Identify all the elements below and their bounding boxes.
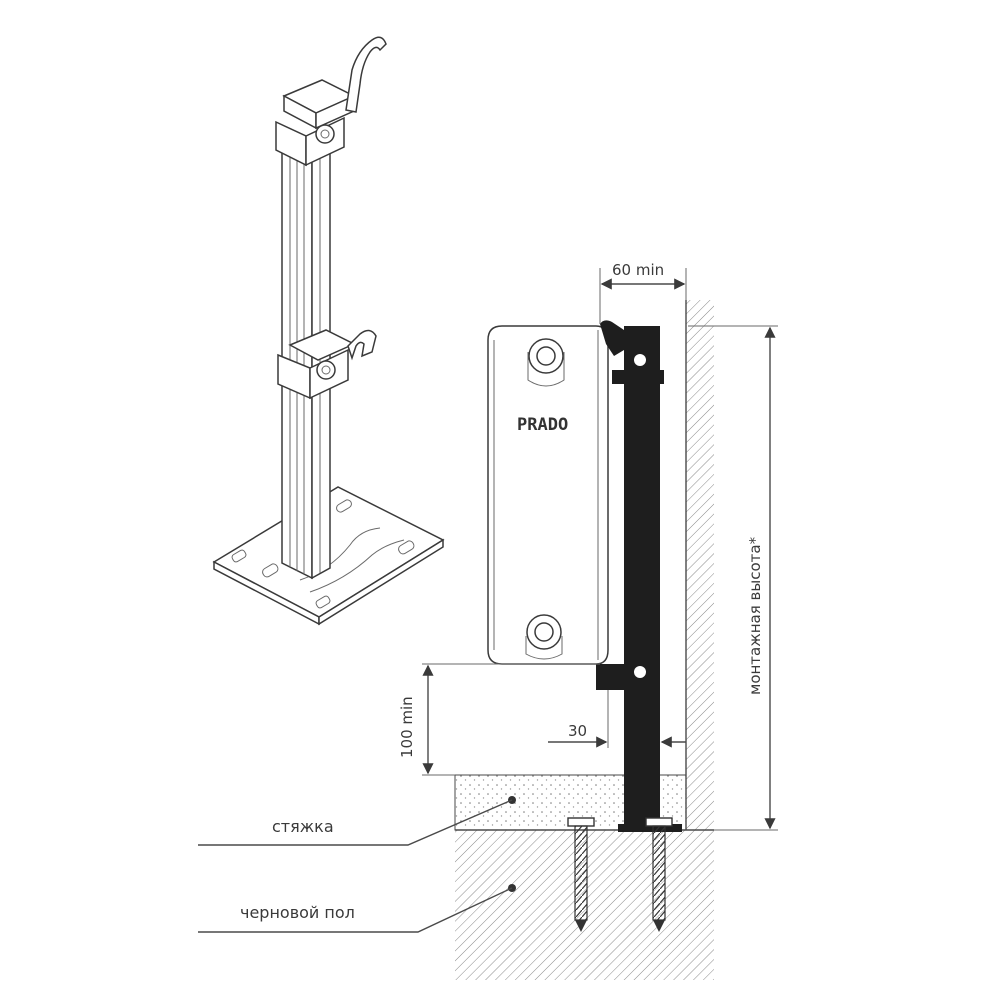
middle-clamp [277,329,377,400]
floor-stand-illustration [212,36,445,626]
offset-label: 30 [568,722,587,740]
screed-label: стяжка [272,817,334,836]
clamp-bolt-icon [316,360,336,380]
gap-wall-label: 60 min [612,261,664,279]
radiator-panel: PRADO [487,325,609,665]
floor-bracket [596,320,682,832]
dimension-gap-wall: 60 min [599,261,687,324]
anchor-screw-left [567,817,595,932]
floor-clearance-label: 100 min [398,696,416,758]
callout-subfloor: черновой пол [198,884,516,933]
top-clamp [275,36,387,167]
callout-screed: стяжка [198,796,516,846]
anchor-screw-right [645,817,673,932]
dimension-offset: 30 [548,690,686,748]
dimension-floor-clearance: 100 min [398,663,600,776]
mount-height-label: монтажная высота* [746,536,764,695]
section-view: PRADO 60 min [398,261,778,980]
brand-label: PRADO [517,415,568,435]
wall-hatch [686,300,714,830]
clamp-bolt-icon [315,124,335,144]
subfloor-label: черновой пол [240,903,355,922]
dimension-mount-height: монтажная высота* [688,325,778,831]
